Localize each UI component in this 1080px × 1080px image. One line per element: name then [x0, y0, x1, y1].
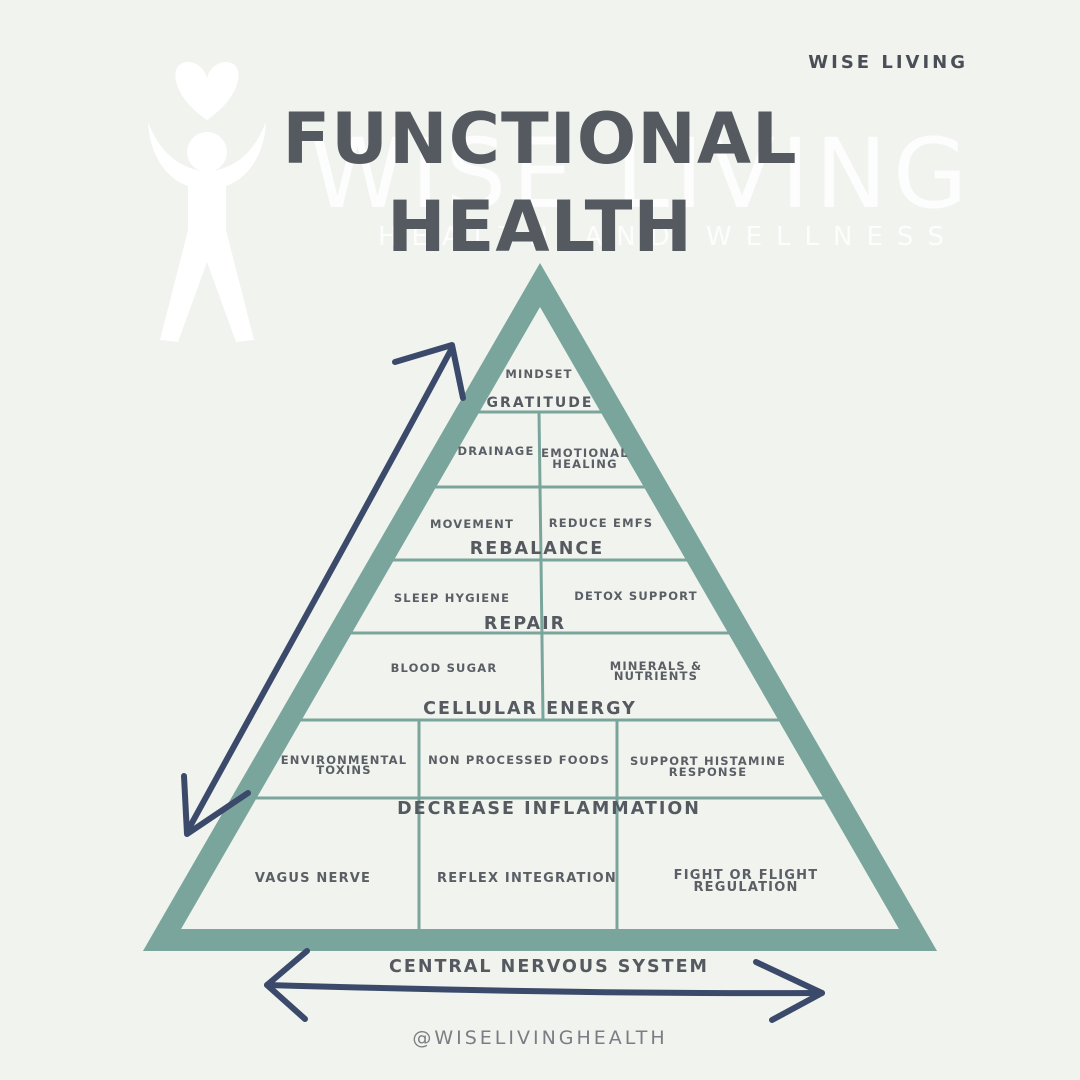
tier-dividers: [252, 410, 826, 930]
heart-icon: [175, 62, 239, 120]
brand-name: WISE LIVING: [808, 52, 968, 73]
label-vagus-nerve: VAGUS NERVE: [255, 871, 371, 886]
label-repair: REPAIR: [484, 614, 566, 634]
horizontal-double-arrow: [264, 948, 825, 1023]
figure-head: [187, 132, 227, 172]
label-gratitude: GRATITUDE: [487, 395, 594, 411]
label-sleep-hygiene: SLEEP HYGIENE: [394, 591, 510, 605]
diagonal-double-arrow: [181, 342, 466, 837]
watermark-word: WISE LIVING: [310, 118, 974, 230]
social-handle: @WISELIVINGHEALTH: [412, 1027, 668, 1049]
arrow-head-bottom-icon: [181, 773, 251, 837]
vdivider-a: [537, 411, 542, 488]
horizontal-arrow-shaft: [264, 982, 825, 997]
figure-body: [148, 122, 266, 342]
arrow-head-right-icon: [753, 959, 825, 1023]
label-reflex-integration: REFLEX INTEGRATION: [437, 871, 617, 886]
vdivider-c: [539, 559, 545, 721]
arrow-head-left-icon: [264, 948, 310, 1022]
diagonal-arrow-shaft: [184, 345, 455, 835]
label-reduce-emfs: REDUCE EMFS: [549, 516, 654, 530]
label-rebalance: REBALANCE: [470, 539, 604, 559]
watermark-subtitle: HEALTH AND WELLNESS: [378, 222, 958, 252]
title-line-2: HEALTH: [387, 186, 693, 268]
label-central-nervous-system: CENTRAL NERVOUS SYSTEM: [389, 957, 709, 977]
label-drainage: DRAINAGE: [458, 444, 535, 458]
label-movement: MOVEMENT: [430, 517, 514, 531]
label-detox-support: DETOX SUPPORT: [574, 589, 698, 603]
label-decrease-inflammation: DECREASE INFLAMMATION: [397, 799, 701, 819]
vdivider-b: [538, 486, 543, 561]
pyramid-outline: [142, 262, 938, 951]
label-non-processed-foods: NON PROCESSED FOODS: [428, 753, 610, 767]
label-blood-sugar: BLOOD SUGAR: [391, 661, 498, 675]
arrow-head-top-icon: [392, 342, 466, 401]
label-cellular-energy: CELLULAR ENERGY: [423, 699, 637, 719]
label-minerals-nutrients: MINERALS &NUTRIENTS: [610, 659, 703, 683]
title-line-1: FUNCTIONAL: [282, 98, 798, 180]
label-mindset: MINDSET: [505, 367, 572, 381]
